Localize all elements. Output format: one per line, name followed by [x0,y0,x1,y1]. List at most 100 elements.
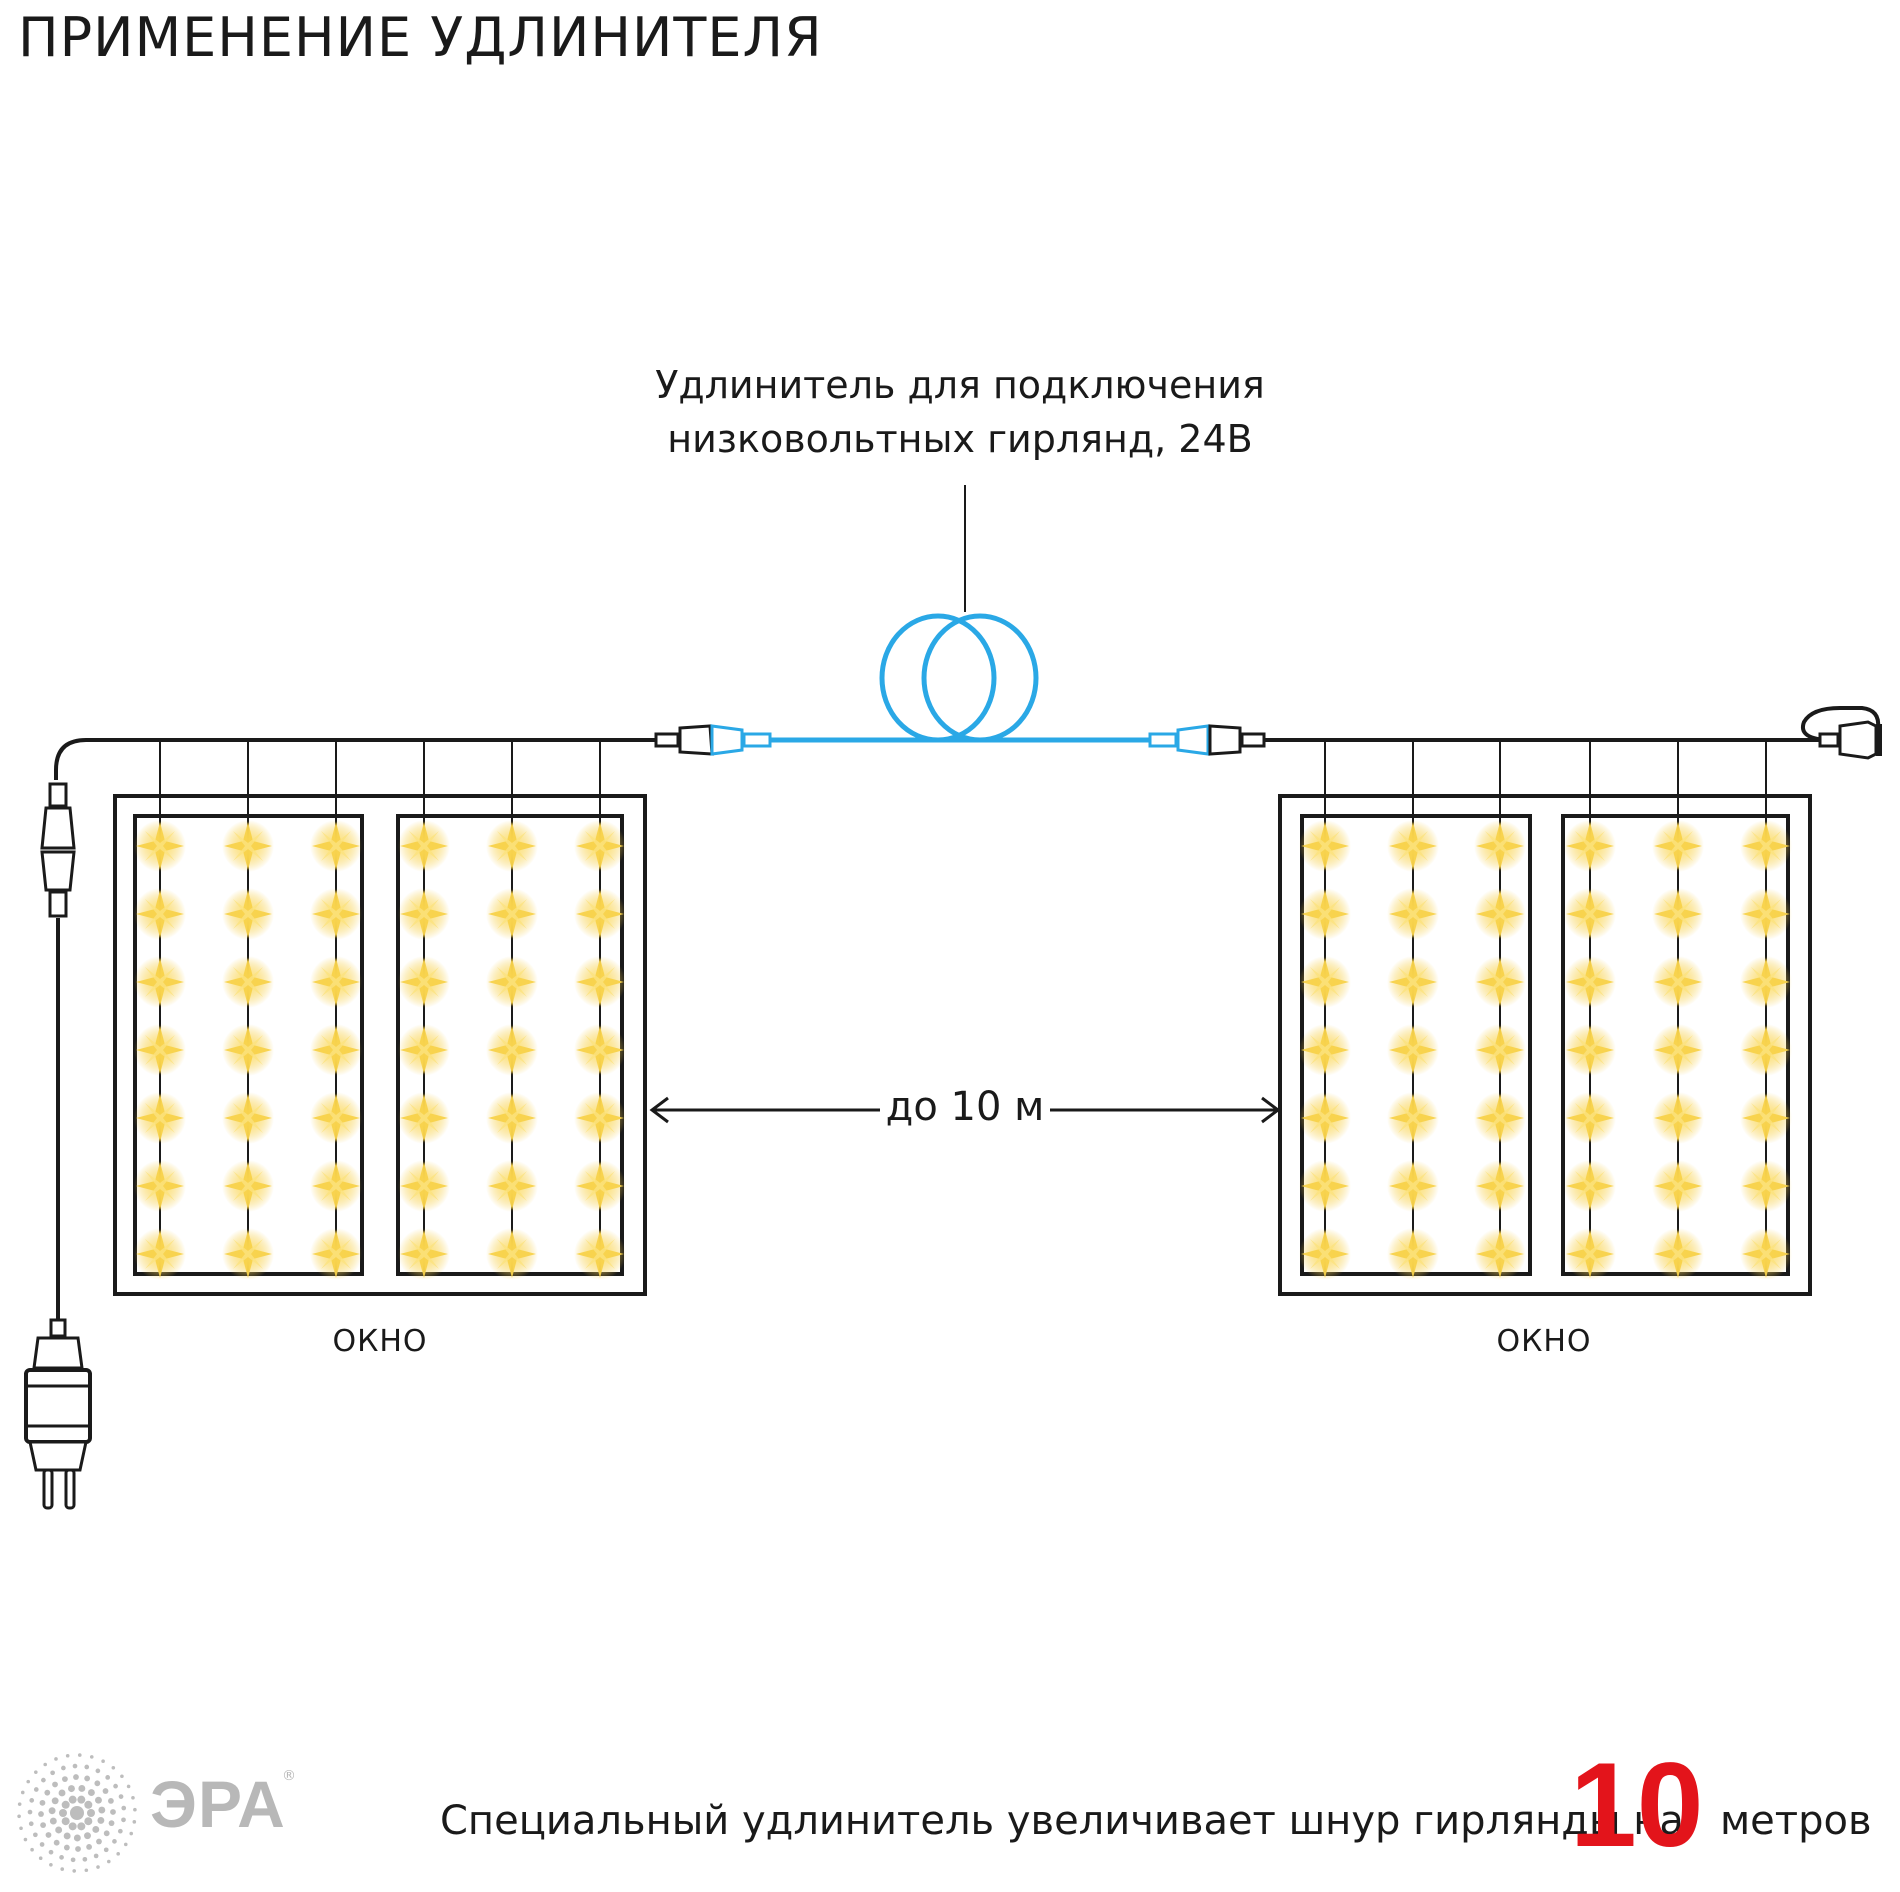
logo-dot [72,1869,77,1873]
led-light-icon [1474,888,1526,940]
logo-dot [55,1826,63,1834]
logo-dot [96,1865,100,1869]
logo-dot [54,1757,58,1761]
logo-dot [118,1794,124,1799]
logo-dot [121,1805,127,1811]
logo-dot [50,1770,55,1776]
led-light-icon [486,888,538,940]
logo-dot [51,1797,59,1805]
logo-dot [117,1828,123,1834]
logo-dot [86,1844,92,1850]
logo-dot [113,1783,118,1789]
logo-dot [77,1753,82,1757]
logo-dot [29,1798,35,1803]
logo-dot [59,1855,64,1860]
led-light-icon [574,956,626,1008]
led-light-icon [1387,956,1439,1008]
led-light-icon [1564,1024,1616,1076]
logo-dot [49,1862,53,1867]
window-label-right: ОКНО [1496,1324,1592,1359]
led-light-icon [1387,1024,1439,1076]
led-light-icon [1387,1228,1439,1280]
callout-line-2: низковольтных гирлянд, 24В [667,417,1253,461]
logo-dot [61,1765,66,1771]
logo-dot [33,1832,38,1838]
led-light-icon [398,820,450,872]
inline-connector [40,782,76,918]
logo-dot [101,1759,105,1764]
power-plug-icon [24,1318,92,1510]
led-light-icon [310,1024,362,1076]
led-light-icon [222,956,274,1008]
logo-dot [61,1800,70,1809]
logo-dot [102,1788,109,1794]
led-light-icon [134,1024,186,1076]
logo-dot [92,1826,100,1833]
logo-dot [43,1762,48,1767]
led-light-icon [486,1092,538,1144]
logo-dot [121,1817,126,1823]
logo-dot [39,1842,45,1847]
logo-dot [93,1853,99,1859]
led-light-icon [1564,956,1616,1008]
led-light-icon [222,1092,274,1144]
logo-dot [96,1838,102,1845]
led-light-icon [574,1160,626,1212]
logo-dot [59,1809,67,1817]
logo-dot [44,1789,51,1796]
logo-dot [116,1852,120,1856]
led-light-icon [134,1160,186,1212]
led-light-icon [1474,956,1526,1008]
led-light-icon [1299,1160,1351,1212]
led-light-icon [1387,888,1439,940]
led-light-icon [310,820,362,872]
logo-dot [95,1796,102,1804]
logo-dot [53,1839,60,1846]
logo-dot [38,1811,44,1817]
logo-dot [105,1775,111,1780]
logo-dot [68,1822,77,1831]
led-light-icon [1474,1024,1526,1076]
distance-label: до 10 м [880,1084,1050,1130]
led-light-icon [1299,888,1351,940]
logo-dot [132,1820,137,1824]
logo-dot [65,1753,70,1758]
led-light-icon [1652,820,1704,872]
logo-dot [40,1822,46,1828]
led-light-icon [1387,1160,1439,1212]
logo-dot [108,1798,114,1804]
logo-dot [87,1809,95,1817]
logo-dot [39,1799,46,1806]
window-2 [1278,740,1812,1296]
logo-dot [111,1765,116,1770]
logo-dot [48,1849,54,1855]
logo-dot [49,1817,57,1825]
led-light-icon [1740,1092,1792,1144]
led-light-icon [1652,956,1704,1008]
led-light-icon [1740,956,1792,1008]
logo-dot [68,1795,77,1804]
logo-dot [72,1763,78,1769]
logo-dot [84,1868,89,1873]
left-supply-wire [54,738,656,780]
logo-dot [126,1784,131,1789]
sun-logo-icon [17,1753,137,1873]
led-light-icon [222,888,274,940]
led-light-icon [310,1160,362,1212]
led-light-icon [134,956,186,1008]
led-light-icon [310,888,362,940]
logo-dot [73,1834,81,1842]
logo-dot [48,1807,56,1815]
footer-number: 10 [1570,1738,1704,1872]
window-1 [113,740,647,1296]
led-light-icon [398,1092,450,1144]
led-light-icon [1474,820,1526,872]
led-light-icon [310,1092,362,1144]
led-light-icon [1474,1228,1526,1280]
logo-dot [95,1768,101,1774]
logo-dot [77,1822,86,1831]
led-light-icon [1652,1160,1704,1212]
callout-line-1: Удлинитель для подключения [655,363,1265,407]
logo-dot [63,1832,71,1840]
